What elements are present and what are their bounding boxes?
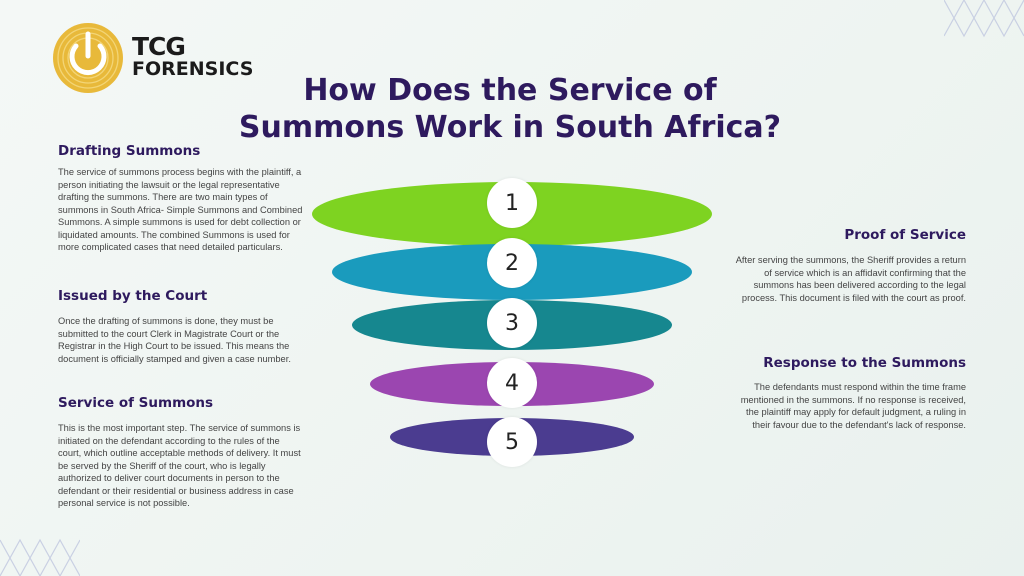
step-number-5: 5: [487, 417, 537, 467]
section-heading-proof: Proof of Service: [844, 227, 966, 243]
corner-lattice-top-right: [944, 0, 1024, 38]
section-body-issued: Once the drafting of summons is done, th…: [58, 316, 291, 364]
section-heading-issued: Issued by the Court: [58, 288, 208, 304]
section-body-service: This is the most important step. The ser…: [58, 423, 301, 508]
section-body-drafting: The service of summons process begins wi…: [58, 167, 303, 252]
brand-line2: FORENSICS: [132, 58, 254, 80]
step-number-2: 2: [487, 238, 537, 288]
brand-wordmark: TCG FORENSICS: [132, 32, 254, 80]
section-body-response: The defendants must respond within the t…: [740, 382, 966, 430]
section-heading-drafting: Drafting Summons: [58, 143, 201, 159]
step-number-1: 1: [487, 178, 537, 228]
brand-line1: TCG: [132, 32, 186, 61]
step-number-3: 3: [487, 298, 537, 348]
section-heading-response: Response to the Summons: [763, 355, 966, 371]
fingerprint-power-logo-icon: [53, 23, 123, 93]
corner-lattice-bottom-left: [0, 538, 80, 576]
section-heading-service: Service of Summons: [58, 395, 214, 411]
page-title: How Does the Service of Summons Work in …: [238, 73, 782, 145]
section-body-proof: After serving the summons, the Sheriff p…: [735, 255, 966, 303]
step-number-4: 4: [487, 358, 537, 408]
